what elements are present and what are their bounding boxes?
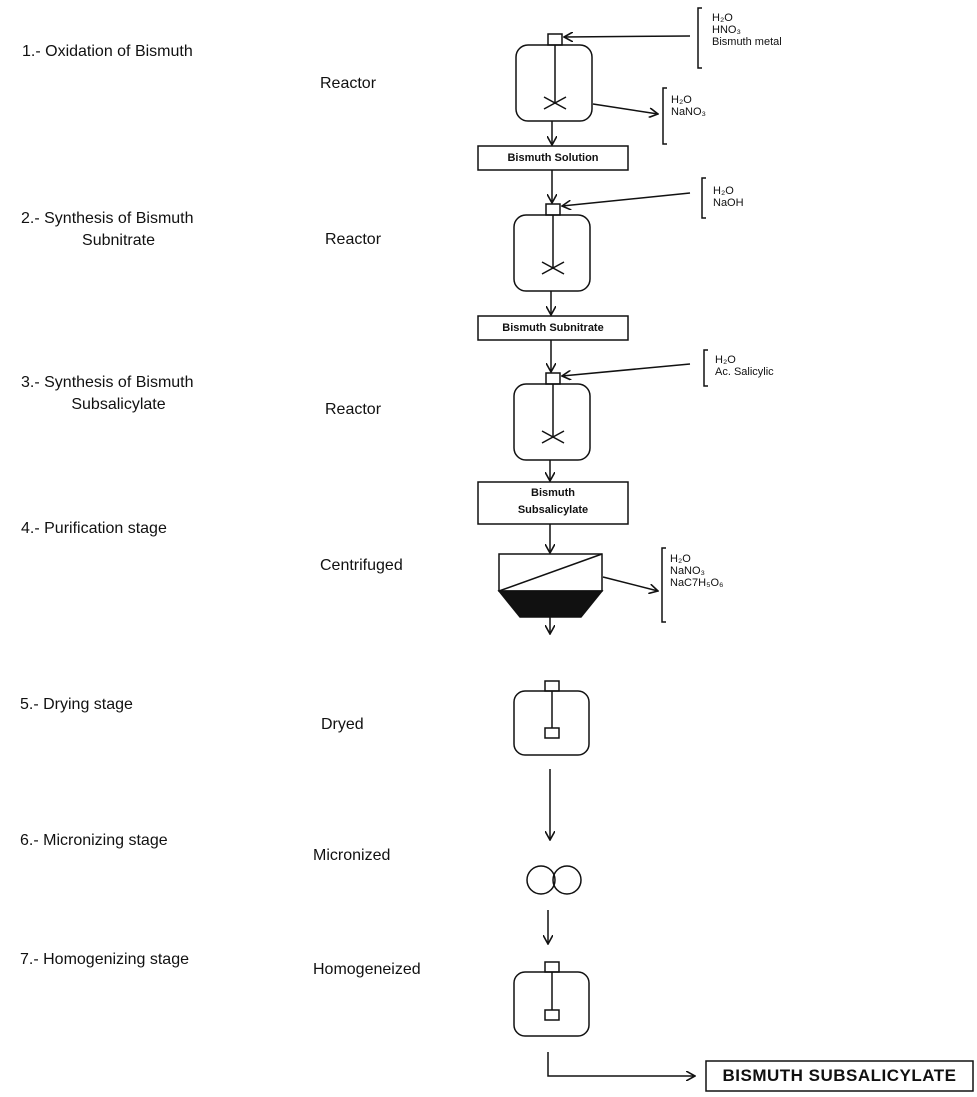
- reactor-2-input-brace: [701, 177, 706, 219]
- input-chemical: Bismuth metal: [712, 36, 782, 48]
- reactor-1-outputs: H₂O NaNO₃: [671, 94, 706, 118]
- reactor-2-feed-arrow: [562, 192, 691, 206]
- process-dryed: Dryed: [321, 716, 364, 733]
- homogenizer-vessel: [513, 961, 590, 1037]
- reactor-3-vessel: [513, 372, 591, 461]
- stage-3-sublabel: Subsalicylate: [71, 396, 166, 413]
- reactor-1-outlet-arrow: [592, 103, 658, 114]
- bismuth-solution-box: [477, 145, 629, 171]
- bismuth-subnitrate-box: [477, 315, 629, 341]
- output-chemical: NaC7H₅O₆: [670, 577, 724, 589]
- reactor-1-inputs: H₂O HNO₃ Bismuth metal: [712, 12, 782, 48]
- reactor-2-inputs: H₂O NaOH: [713, 185, 744, 209]
- stage-2-label: 2.- Synthesis of Bismuth: [21, 210, 194, 227]
- input-chemical: H₂O: [713, 185, 734, 197]
- reactor-3-input-brace: [703, 349, 708, 387]
- input-chemical: NaOH: [713, 197, 744, 209]
- bismuth-subnitrate-label: Bismuth Subnitrate: [502, 322, 604, 334]
- reactor-1-output-brace: [662, 87, 667, 145]
- output-chemical: NaNO₃: [671, 106, 707, 118]
- bismuth-subsalicylate-box: [477, 481, 629, 525]
- reactor-2-vessel: [513, 203, 591, 292]
- reactor-1-feed-arrow: [564, 36, 691, 37]
- centrifuge-outputs: H₂O NaNO₃ NaC7H₅O₆: [670, 553, 724, 589]
- bismuth-solution-label: Bismuth Solution: [507, 152, 599, 164]
- input-chemical: H₂O: [712, 12, 733, 24]
- final-product-box: [705, 1060, 974, 1092]
- output-chemical: H₂O: [670, 553, 691, 565]
- process-micronized: Micronized: [313, 847, 391, 864]
- process-reactor-1: Reactor: [320, 75, 377, 92]
- dryer-vessel: [513, 680, 590, 756]
- process-centrifuged: Centrifuged: [320, 557, 403, 574]
- input-chemical: H₂O: [715, 354, 736, 366]
- process-reactor-2: Reactor: [325, 231, 382, 248]
- input-chemical: Ac. Salicylic: [715, 366, 774, 378]
- stage-5-label: 5.- Drying stage: [20, 696, 133, 713]
- output-chemical: NaNO₃: [670, 565, 706, 577]
- centrifuge-output-brace: [661, 547, 666, 623]
- stage-6-label: 6.- Micronizing stage: [20, 832, 168, 849]
- input-chemical: HNO₃: [712, 24, 741, 36]
- final-product-label: BISMUTH SUBSALICYLATE: [722, 1066, 957, 1085]
- output-chemical: H₂O: [671, 94, 692, 106]
- stage-4-label: 4.- Purification stage: [21, 520, 167, 537]
- bismuth-subsalicylate-label-2: Subsalicylate: [517, 504, 589, 516]
- process-reactor-3: Reactor: [325, 401, 382, 418]
- stage-1-label: 1.- Oxidation of Bismuth: [22, 43, 193, 60]
- reactor-1-vessel: [515, 33, 593, 122]
- micronizer-rolls: [526, 865, 582, 895]
- reactor-3-feed-arrow: [562, 363, 691, 376]
- process-homogeneized: Homogeneized: [313, 961, 421, 978]
- stage-2-sublabel: Subnitrate: [82, 232, 155, 249]
- centrifuge: [497, 553, 604, 618]
- stage-7-label: 7.- Homogenizing stage: [20, 951, 189, 968]
- bismuth-subsalicylate-label-1: Bismuth: [531, 487, 575, 499]
- centrifuge-outlet-arrow: [602, 576, 658, 591]
- stage-3-label: 3.- Synthesis of Bismuth: [21, 374, 194, 391]
- reactor-3-inputs: H₂O Ac. Salicylic: [715, 354, 774, 378]
- reactor-1-input-brace: [697, 7, 702, 69]
